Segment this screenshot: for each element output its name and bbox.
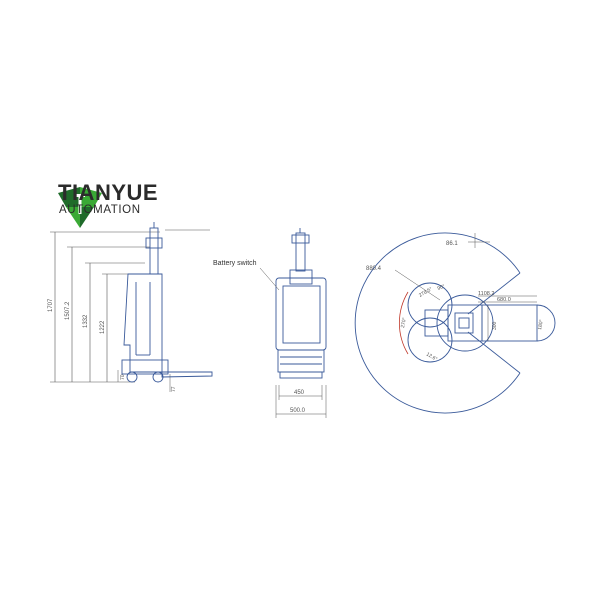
battery-switch-callout: Battery switch bbox=[213, 260, 257, 267]
dim-angle-d: 12.6° bbox=[425, 352, 438, 363]
dim-top-offset: 86.1 bbox=[446, 241, 458, 247]
side-view bbox=[50, 222, 213, 392]
dim-mast-height: 1507.2 bbox=[65, 301, 71, 320]
brand-name: TIANYUE bbox=[58, 180, 159, 205]
dim-angle-b: 270° bbox=[400, 317, 408, 328]
dim-body-height: 1332 bbox=[83, 314, 89, 328]
dim-base: 70 bbox=[120, 374, 126, 380]
dim-fork-extent: 680.0 bbox=[497, 297, 511, 303]
front-view bbox=[275, 228, 327, 379]
dim-fork-length: 1108.2 bbox=[478, 291, 494, 297]
dim-fork: 77 bbox=[171, 386, 177, 392]
top-view bbox=[354, 232, 556, 414]
brand-subtitle: AUTOMATION bbox=[59, 204, 141, 216]
dim-inner-width: 450 bbox=[294, 390, 305, 396]
dim-angle-c: 90° bbox=[437, 284, 446, 292]
dim-angle-a: 278.5° bbox=[418, 286, 434, 298]
dim-fork-width: 300 bbox=[492, 321, 498, 330]
dim-outer-radius: 880.4 bbox=[366, 266, 382, 272]
tianyue-logo-mark bbox=[58, 187, 102, 228]
front-view-dims bbox=[259, 267, 327, 418]
top-view-dims bbox=[394, 233, 537, 341]
dim-shoulder-height: 1222 bbox=[100, 320, 106, 334]
dim-total-height: 1707 bbox=[48, 298, 54, 312]
dim-end-angle: 180° bbox=[537, 319, 545, 330]
dim-outer-width: 500.0 bbox=[290, 408, 306, 414]
